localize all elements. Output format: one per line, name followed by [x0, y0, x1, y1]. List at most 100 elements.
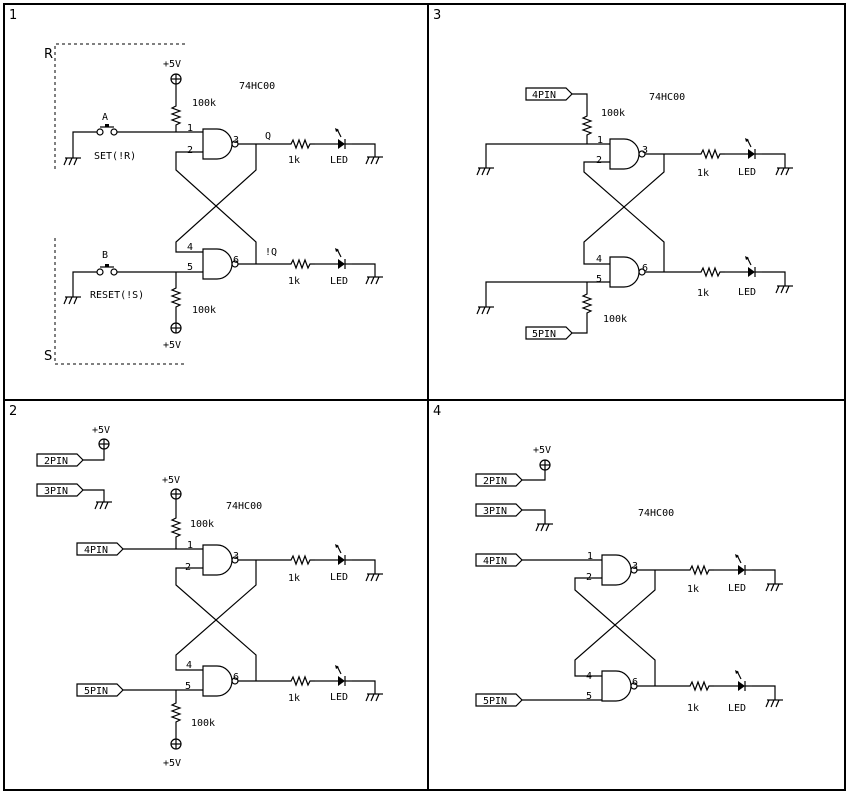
flag-2pin-label: 2PIN: [44, 456, 68, 467]
s-dashed-line: [54, 238, 185, 365]
resistor-top: [696, 149, 726, 159]
pin-3-label: 3: [233, 135, 239, 146]
panel-number: 2: [9, 404, 17, 419]
pin-3-label: 3: [632, 561, 638, 572]
pullup-label-bottom: 100k: [603, 314, 627, 325]
flag-4pin-label: 4PIN: [532, 90, 556, 101]
pin-5-label: 5: [586, 691, 592, 702]
ground-symbol: [63, 296, 82, 305]
pullup-label-top: 100k: [601, 108, 625, 119]
ground-symbol: [63, 157, 82, 166]
pullup-label-top: 100k: [190, 519, 214, 530]
ground-symbol: [94, 501, 113, 510]
resistor-label-top: 1k: [697, 168, 709, 179]
switch-a[interactable]: [96, 123, 118, 136]
resistor-label-bottom: 1k: [687, 703, 699, 714]
vcc-label-top: +5V: [163, 59, 181, 70]
resistor-bottom: [685, 681, 715, 691]
led-top: [329, 127, 353, 150]
switch-a-label: A: [102, 112, 108, 123]
flag-3pin-label: 3PIN: [44, 486, 68, 497]
pullup-resistor-bottom: [171, 698, 181, 728]
resistor-label-bottom: 1k: [288, 276, 300, 287]
pin-1-label: 1: [187, 123, 193, 134]
vcc-symbol: [98, 438, 110, 450]
switch-b[interactable]: [96, 263, 118, 276]
ground-symbol: [535, 523, 554, 532]
panel-4: 4 +5V 2PIN 3PIN 74HC00 4PIN 1 2 3 1k LED…: [433, 404, 784, 714]
ground-symbol: [476, 306, 495, 315]
flag-3pin-label: 3PIN: [483, 506, 507, 517]
pin-5-label: 5: [185, 681, 191, 692]
pin-6-label: 6: [233, 672, 239, 683]
panel-3: 3 74HC00 4PIN 100k 1 2 3 1k LED 4 5 6 1k…: [433, 8, 794, 340]
flag-5pin-label: 5PIN: [532, 329, 556, 340]
ground-symbol: [765, 583, 784, 592]
ic-label: 74HC00: [638, 508, 674, 519]
led-bottom: [739, 255, 763, 278]
resistor-label-top: 1k: [288, 155, 300, 166]
pin-4-label: 4: [187, 242, 193, 253]
panel-1: 1 R S +5V 100k 74HC00 A SET(!R) 1 2 3 Q …: [9, 8, 384, 365]
set-label: SET(!R): [94, 151, 136, 162]
pin-6-label: 6: [632, 677, 638, 688]
pin-3-label: 3: [233, 551, 239, 562]
q-not-label: !Q: [265, 247, 277, 258]
led-label-bottom: LED: [330, 276, 348, 287]
ground-symbol: [365, 693, 384, 702]
led-top: [729, 553, 753, 576]
vcc-label-2pin: +5V: [533, 445, 551, 456]
ground-symbol: [365, 276, 384, 285]
resistor-top: [286, 139, 316, 149]
resistor-bottom: [696, 267, 726, 277]
ground-symbol: [775, 285, 794, 294]
ground-symbol: [365, 573, 384, 582]
pin-1-label: 1: [587, 551, 593, 562]
pin-4-label: 4: [596, 254, 602, 265]
led-top: [739, 137, 763, 160]
pullup-resistor-bottom: [582, 289, 592, 319]
pin-1-label: 1: [187, 540, 193, 551]
resistor-bottom: [286, 676, 316, 686]
pin-1-label: 1: [597, 135, 603, 146]
led-label-top: LED: [330, 572, 348, 583]
led-label-bottom: LED: [728, 703, 746, 714]
ground-symbol: [476, 167, 495, 176]
resistor-top: [685, 565, 715, 575]
pin-6-label: 6: [642, 263, 648, 274]
s-label: S: [44, 349, 52, 364]
led-top: [329, 543, 353, 566]
panel-number: 3: [433, 8, 441, 23]
nand-gate-top: [609, 138, 646, 170]
pullup-resistor-top: [582, 111, 592, 141]
pullup-label-bottom: 100k: [191, 718, 215, 729]
vcc-label-2pin: +5V: [92, 425, 110, 436]
led-label-top: LED: [330, 155, 348, 166]
pin-5-label: 5: [187, 262, 193, 273]
vcc-label-bottom: +5V: [163, 340, 181, 351]
led-label-bottom: LED: [738, 287, 756, 298]
resistor-label-top: 1k: [288, 573, 300, 584]
pin-5-label: 5: [596, 274, 602, 285]
vcc-symbol: [539, 459, 551, 471]
pullup-resistor-bottom: [171, 283, 181, 313]
led-label-top: LED: [728, 583, 746, 594]
pullup-label-bottom: 100k: [192, 305, 216, 316]
ground-symbol: [365, 156, 384, 165]
vcc-symbol-bottom: [170, 738, 182, 750]
panel-2: 2 +5V 2PIN 3PIN +5V 100k 74HC00 4PIN 1 2…: [9, 404, 384, 769]
pin-3-label: 3: [642, 145, 648, 156]
flag-4pin-label: 4PIN: [483, 556, 507, 567]
switch-b-label: B: [102, 250, 108, 261]
vcc-symbol-top: [170, 73, 182, 85]
r-dashed-line: [54, 43, 185, 172]
vcc-label-top: +5V: [162, 475, 180, 486]
vcc-symbol-bottom: [170, 322, 182, 334]
resistor-top: [286, 555, 316, 565]
resistor-bottom: [286, 259, 316, 269]
led-bottom: [329, 247, 353, 270]
flag-2pin-label: 2PIN: [483, 476, 507, 487]
resistor-label-bottom: 1k: [288, 693, 300, 704]
led-label-bottom: LED: [330, 692, 348, 703]
